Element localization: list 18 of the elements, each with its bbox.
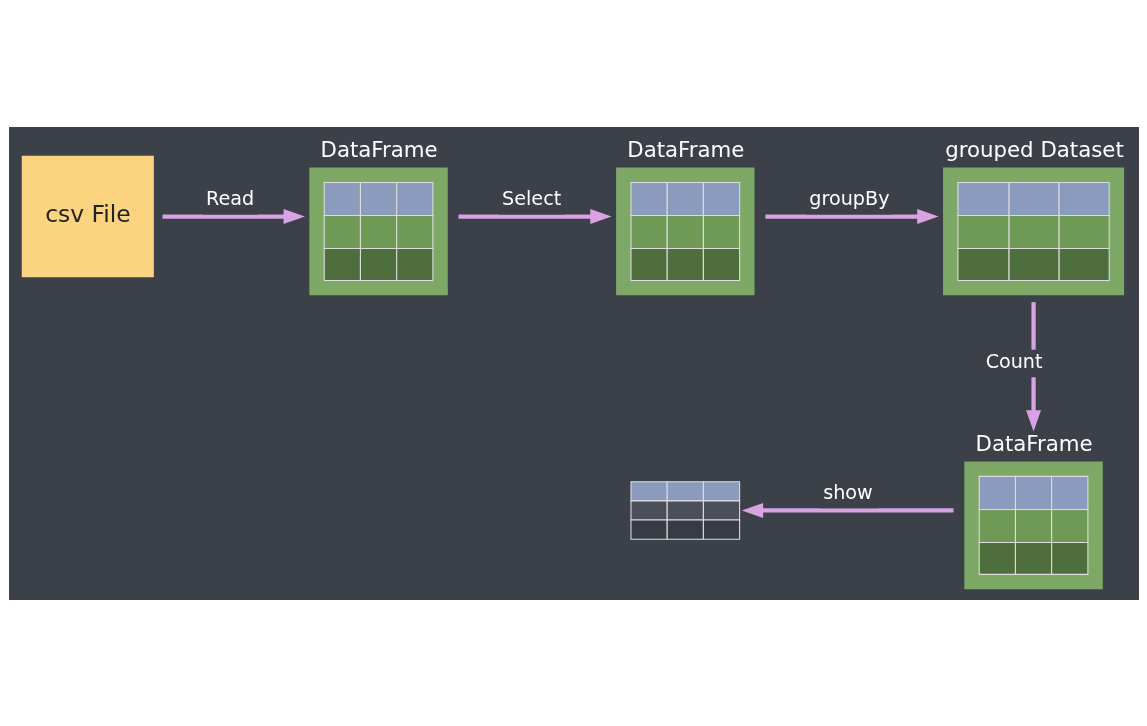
node-box [308, 167, 448, 295]
arrow [764, 208, 939, 224]
node-box [963, 461, 1103, 589]
edge-label: show [822, 480, 873, 504]
node-label: grouped Dataset [944, 136, 1124, 162]
node-label: DataFrame [626, 136, 744, 162]
edge-label: Select [501, 186, 561, 210]
node-label: DataFrame [975, 430, 1093, 456]
arrow [741, 502, 953, 518]
node-box: csv File [21, 155, 154, 277]
edge-label: Count [985, 349, 1043, 373]
edge-label: groupBy [808, 186, 889, 210]
node-box [942, 167, 1124, 295]
arrow [457, 208, 612, 224]
node-label: DataFrame [320, 136, 438, 162]
arrow [161, 208, 305, 224]
edge-label: Read [205, 186, 254, 210]
node-box [615, 167, 754, 295]
